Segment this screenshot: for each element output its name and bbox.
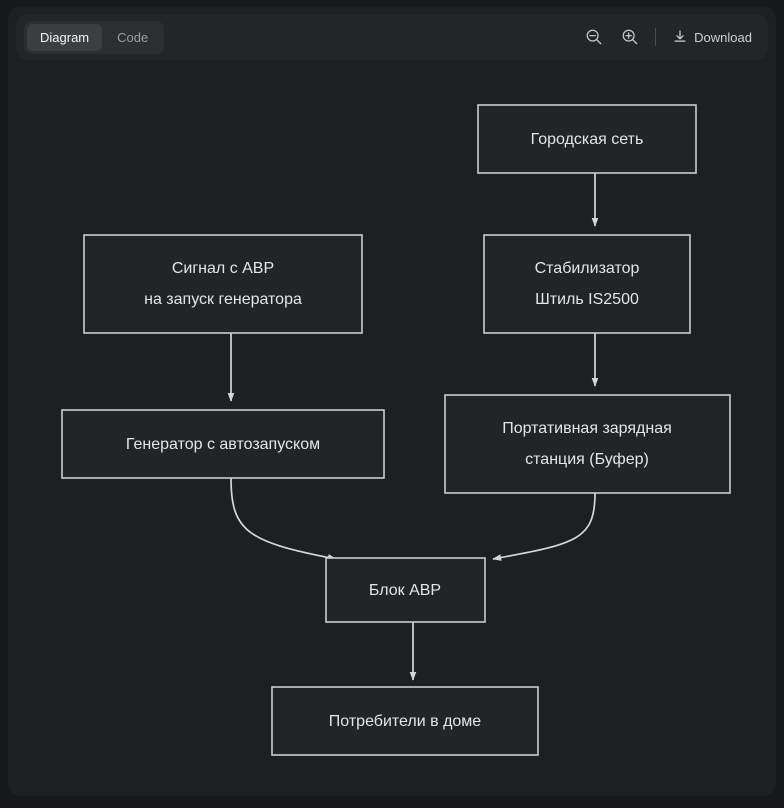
- node-avr-block[interactable]: Блок АВР: [325, 557, 486, 623]
- download-icon: [674, 30, 686, 42]
- diagram-panel: Diagram Code: [8, 6, 776, 796]
- node-avr-block-label: Блок АВР: [369, 582, 441, 599]
- view-mode-tabs: Diagram Code: [24, 20, 165, 54]
- toolbar-divider: [655, 28, 657, 46]
- node-avr-signal-label-2: на запуск генератора: [144, 291, 302, 308]
- download-button[interactable]: Download: [670, 26, 754, 48]
- diagram-canvas[interactable]: Городская сеть Сигнал с АВР на запуск ге…: [16, 62, 768, 794]
- zoom-out-icon: [586, 29, 602, 45]
- tab-code[interactable]: Code: [117, 29, 149, 45]
- nodes-layer: Городская сеть Сигнал с АВР на запуск ге…: [61, 104, 731, 756]
- edge-buffer-station-to-avr-block: [492, 492, 596, 561]
- node-avr-signal[interactable]: Сигнал с АВР на запуск генератора: [83, 234, 363, 334]
- node-stabilizer-label-2: Штиль IS2500: [535, 291, 639, 308]
- tab-diagram[interactable]: Diagram: [27, 23, 103, 51]
- edge-generator-to-avr-block: [230, 477, 337, 561]
- download-label: Download: [694, 29, 752, 45]
- node-generator[interactable]: Генератор с автозапуском: [61, 409, 385, 479]
- toolbar: Diagram Code: [16, 14, 768, 60]
- toolbar-actions: Download: [583, 26, 758, 48]
- node-avr-signal-label-1: Сигнал с АВР: [172, 260, 274, 277]
- node-consumers[interactable]: Потребители в доме: [271, 686, 539, 756]
- node-city-grid-label: Городская сеть: [531, 131, 644, 148]
- zoom-out-button[interactable]: [583, 26, 605, 48]
- zoom-in-button[interactable]: [619, 26, 641, 48]
- node-buffer-station[interactable]: Портативная зарядная станция (Буфер): [444, 394, 731, 494]
- flowchart-svg: Городская сеть Сигнал с АВР на запуск ге…: [61, 104, 731, 756]
- node-buffer-station-label-2: станция (Буфер): [525, 451, 649, 468]
- node-city-grid[interactable]: Городская сеть: [477, 104, 697, 174]
- node-buffer-station-label-1: Портативная зарядная: [502, 420, 672, 437]
- node-generator-label: Генератор с автозапуском: [126, 436, 320, 453]
- node-consumers-label: Потребители в доме: [329, 713, 482, 730]
- zoom-in-icon: [622, 29, 638, 45]
- edges-layer: [227, 173, 599, 681]
- node-stabilizer[interactable]: Стабилизатор Штиль IS2500: [483, 234, 691, 334]
- node-stabilizer-label-1: Стабилизатор: [535, 260, 640, 277]
